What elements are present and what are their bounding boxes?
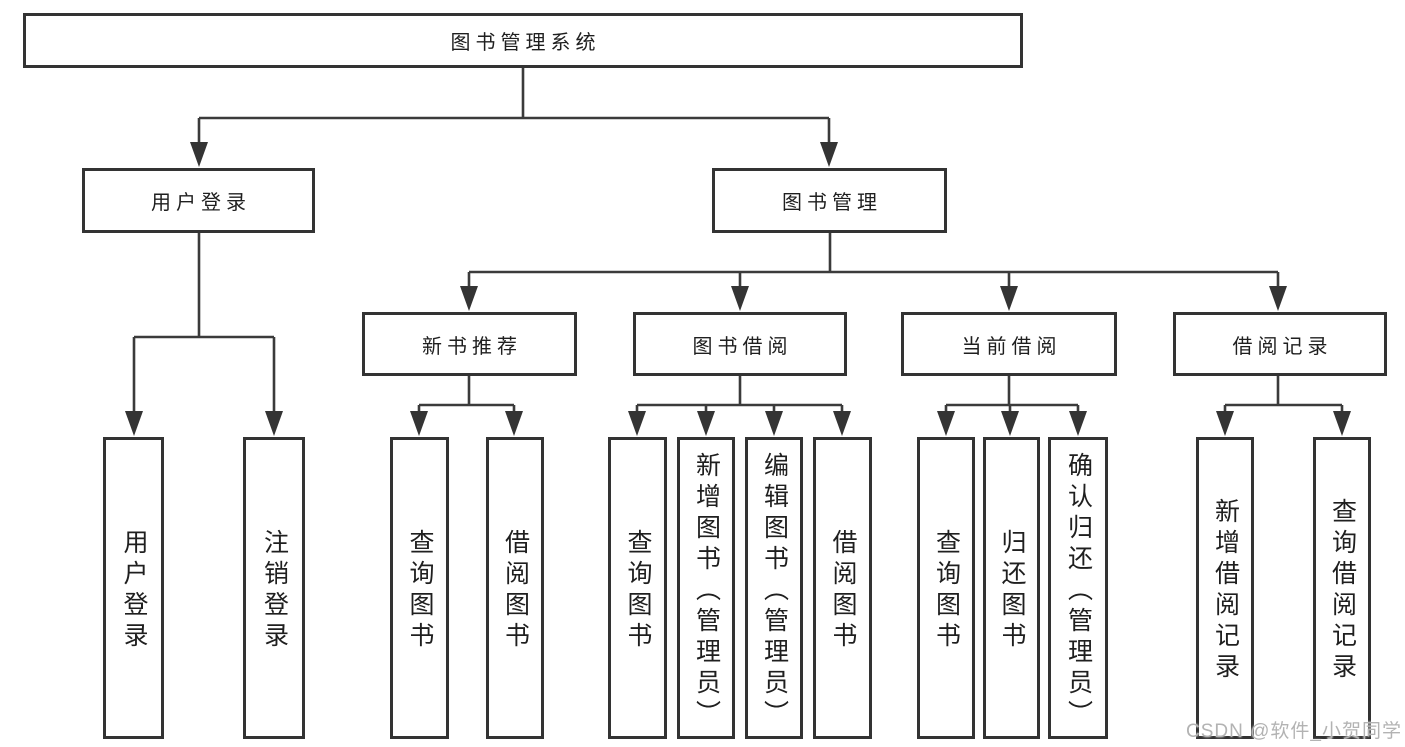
- leaf-newbook-query-books: 查询图书: [390, 437, 449, 739]
- leaf-borrow-edit-books-admin: 编辑图书（管理员）: [745, 437, 803, 739]
- node-label: 新增图书（管理员）: [692, 451, 721, 731]
- node-label: 借阅图书: [501, 529, 530, 653]
- node-label: 注销登录: [260, 529, 289, 653]
- csdn-watermark: CSDN @软件_小贺同学: [1186, 721, 1402, 742]
- node-label: 新书推荐: [422, 335, 522, 358]
- node-label: 编辑图书（管理员）: [760, 451, 789, 731]
- leaf-current-query-books: 查询图书: [917, 437, 975, 739]
- node-borrow-records: 借阅记录: [1173, 312, 1387, 376]
- node-book-borrow: 图书借阅: [633, 312, 847, 376]
- node-label: 用户登录: [151, 192, 251, 214]
- node-label: 查询图书: [406, 529, 434, 653]
- node-label: 借阅图书: [829, 529, 857, 653]
- leaf-user-login: 用户登录: [103, 437, 164, 739]
- leaf-newbook-borrow-books: 借阅图书: [486, 437, 544, 739]
- leaf-records-query-record: 查询借阅记录: [1313, 437, 1371, 739]
- leaf-borrow-borrow-books: 借阅图书: [813, 437, 872, 739]
- leaf-current-confirm-return-admin: 确认归还（管理员）: [1048, 437, 1108, 739]
- leaf-borrow-add-books-admin: 新增图书（管理员）: [677, 437, 735, 739]
- node-label: 新增借阅记录: [1211, 498, 1240, 684]
- node-current-borrow: 当前借阅: [901, 312, 1117, 376]
- node-label: 查询图书: [624, 529, 652, 653]
- node-label: 当前借阅: [961, 335, 1062, 358]
- node-label: 用户登录: [120, 529, 148, 653]
- node-label: 图书借阅: [692, 335, 793, 358]
- node-user-login: 用户登录: [82, 168, 315, 233]
- node-label: 图书管理: [782, 192, 882, 214]
- node-label: 查询图书: [932, 529, 961, 653]
- node-label: 图书管理系统: [450, 32, 601, 54]
- node-library-management-system: 图书管理系统: [23, 13, 1023, 68]
- leaf-borrow-query-books: 查询图书: [608, 437, 667, 739]
- node-book-management: 图书管理: [712, 168, 947, 233]
- node-label: 借阅记录: [1232, 335, 1333, 358]
- leaf-records-add-record: 新增借阅记录: [1196, 437, 1254, 739]
- node-new-book-recommend: 新书推荐: [362, 312, 577, 376]
- leaf-logout: 注销登录: [243, 437, 305, 739]
- node-label: 归还图书: [998, 529, 1026, 653]
- node-label: 确认归还（管理员）: [1064, 451, 1093, 731]
- node-label: 查询借阅记录: [1328, 498, 1357, 684]
- leaf-current-return-books: 归还图书: [983, 437, 1040, 739]
